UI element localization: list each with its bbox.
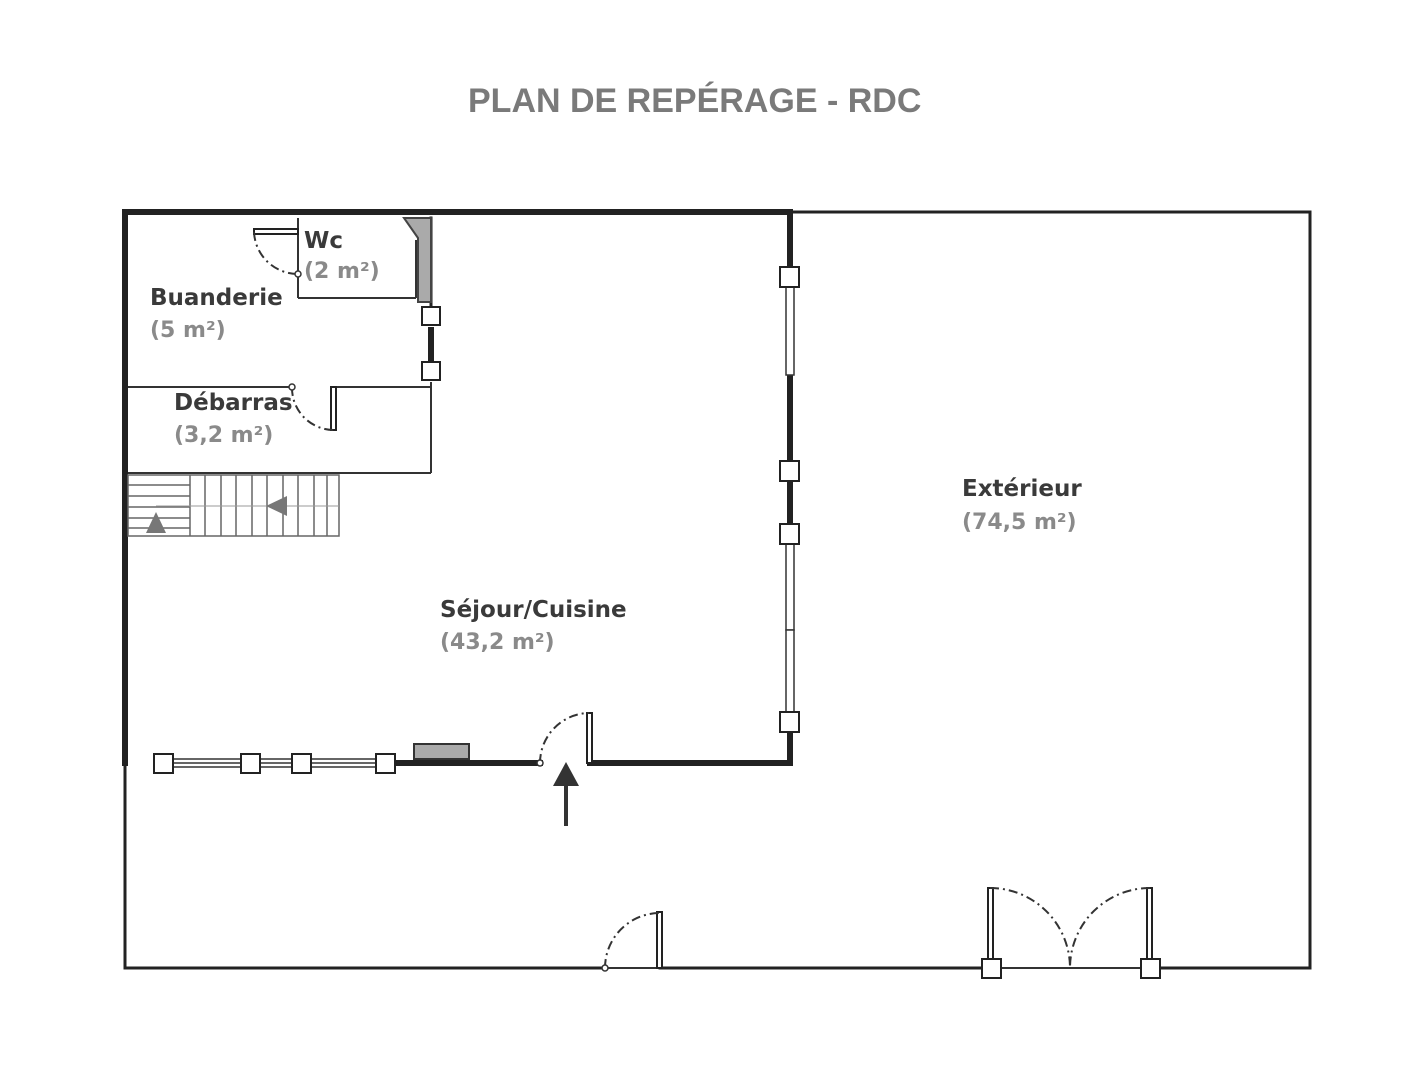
room-area: (74,5 m²) xyxy=(962,510,1077,535)
exterior-boundary xyxy=(123,210,1312,970)
kitchen-fixture xyxy=(413,743,470,760)
entrance-arrow-icon xyxy=(553,762,579,826)
windows-right-wall xyxy=(779,266,800,733)
window-icon xyxy=(785,284,795,376)
door-leaf xyxy=(330,386,337,431)
door-swing-icon xyxy=(989,887,1071,969)
room-area: (43,2 m²) xyxy=(440,630,555,655)
room-area: (5 m²) xyxy=(150,318,226,343)
stairs-up-icon xyxy=(146,512,166,533)
door-swing-icon xyxy=(539,712,590,764)
door-leaf xyxy=(253,228,299,235)
window-bottom-left xyxy=(153,753,396,774)
door-leaf xyxy=(656,911,663,969)
room-label-sejour: Séjour/Cuisine (43,2 m²) xyxy=(440,597,627,655)
stairs-direction-icon xyxy=(266,496,287,516)
duct-shaft xyxy=(402,217,432,303)
room-label-wc: Wc (2 m²) xyxy=(304,228,380,284)
room-label-exterieur: Extérieur (74,5 m²) xyxy=(962,476,1082,535)
plan-title: PLAN DE REPÉRAGE - RDC xyxy=(468,82,921,120)
room-name: Extérieur xyxy=(962,476,1082,502)
window-buanderie xyxy=(421,306,441,381)
room-area: (2 m²) xyxy=(304,259,380,284)
door-swing-icon xyxy=(604,912,661,969)
room-name: Séjour/Cuisine xyxy=(440,597,627,623)
door-swing-icon xyxy=(253,231,299,276)
door-leaf xyxy=(586,712,593,764)
window-icon xyxy=(785,629,795,721)
gate-leaf-right xyxy=(1146,887,1153,969)
room-name: Buanderie xyxy=(150,285,283,311)
room-label-buanderie: Buanderie (5 m²) xyxy=(150,285,283,343)
room-label-debarras: Débarras (3,2 m²) xyxy=(174,390,293,448)
window-gate-posts xyxy=(981,958,1161,979)
gate-leaf-left xyxy=(987,887,994,969)
double-gate xyxy=(987,887,1153,969)
room-area: (3,2 m²) xyxy=(174,423,273,448)
door-debarras xyxy=(288,383,337,431)
door-swing-icon xyxy=(290,386,335,431)
stairs xyxy=(127,474,340,537)
room-name: Wc xyxy=(304,228,343,254)
door-swing-icon xyxy=(1069,887,1151,969)
door-exterior-gate xyxy=(601,911,663,972)
door-wc xyxy=(253,228,302,278)
door-entrance xyxy=(536,712,593,767)
room-name: Débarras xyxy=(174,390,293,416)
window-icon xyxy=(785,539,795,631)
